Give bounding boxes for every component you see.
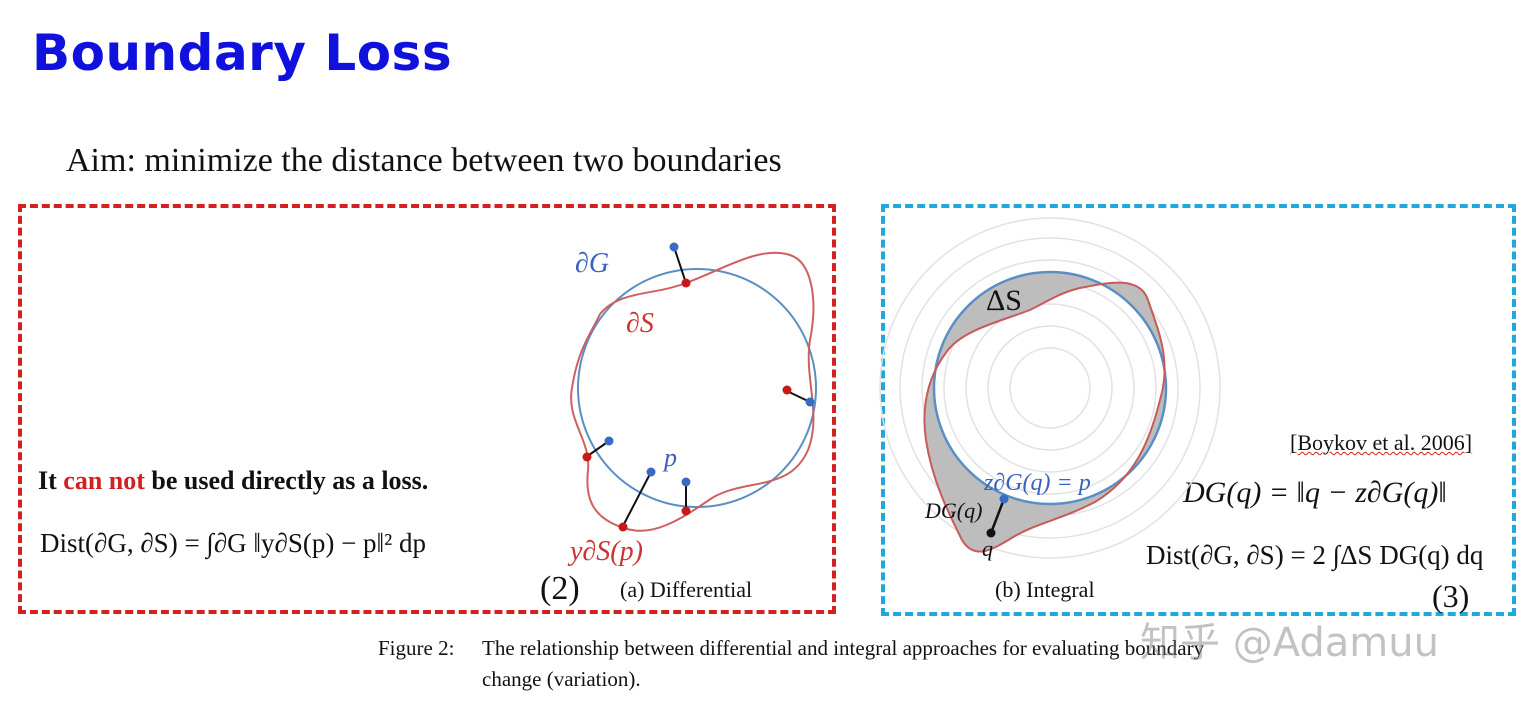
- caption-line-1: The relationship between differential an…: [482, 636, 1205, 660]
- point-p: [999, 494, 1009, 504]
- equation-number-2: (2): [540, 570, 580, 607]
- differential-panel-border: [18, 204, 836, 614]
- integral-panel-border: [881, 204, 1516, 616]
- label-DG: DG(q): [924, 498, 982, 523]
- citation: [Boykov et al. 2006]: [1290, 430, 1473, 455]
- label-q: q: [982, 536, 993, 561]
- ground-truth-boundary-b: [932, 270, 1168, 506]
- label-delta: ΔS: [986, 284, 1022, 317]
- caption-label: Figure 2:: [378, 636, 455, 660]
- label-dG: ∂G: [575, 248, 609, 279]
- warning-highlight: can not: [63, 466, 145, 495]
- ground-truth-boundary: [577, 268, 817, 508]
- gt-point: [604, 436, 614, 446]
- watermark: 知乎 @Adamuu: [1140, 620, 1439, 666]
- segmentation-boundary-b: [923, 281, 1166, 553]
- seg-point: [782, 385, 792, 395]
- equation-number-3: (3): [1432, 578, 1470, 614]
- caption-b: (b) Integral: [995, 577, 1095, 602]
- seg-point: [681, 278, 691, 288]
- label-p: p: [662, 443, 677, 472]
- delta-region-inside: [924, 272, 1166, 552]
- differential-diagram: ∂G ∂S p y∂S(p) (a) Differential: [567, 242, 817, 602]
- aim-text: Aim: minimize the distance between two b…: [66, 142, 782, 179]
- differential-equation: Dist(∂G, ∂S) = ∫∂G ‖y∂S(p) − p‖² dp: [40, 528, 426, 558]
- caption-a: (a) Differential: [620, 577, 752, 602]
- seg-point: [582, 452, 592, 462]
- seg-point: [681, 506, 691, 516]
- gt-point: [805, 397, 815, 407]
- label-z: z∂G(q) = p: [983, 470, 1091, 496]
- gt-point-p: [646, 467, 656, 477]
- label-y: y∂S(p): [567, 536, 643, 567]
- label-dS: ∂S: [626, 308, 654, 339]
- point-q: [986, 528, 996, 538]
- caption-line-2: change (variation).: [482, 667, 641, 691]
- integral-diagram: ΔS z∂G(q) = p DG(q) q (b) Integral: [879, 217, 1221, 602]
- seg-point-y: [618, 522, 628, 532]
- gt-point: [669, 242, 679, 252]
- figure-caption: Figure 2: The relationship between differ…: [378, 633, 1204, 695]
- warning-text: It can not be used directly as a loss.: [38, 466, 429, 495]
- integral-equation: Dist(∂G, ∂S) = 2 ∫ΔS DG(q) dq: [1146, 540, 1484, 570]
- segmentation-boundary: [570, 251, 815, 532]
- page-title: Boundary Loss: [32, 24, 453, 82]
- gt-point: [681, 477, 691, 487]
- distance-definition: DG(q) = ‖q − z∂G(q)‖: [1183, 476, 1447, 509]
- distance-rings: [879, 217, 1221, 559]
